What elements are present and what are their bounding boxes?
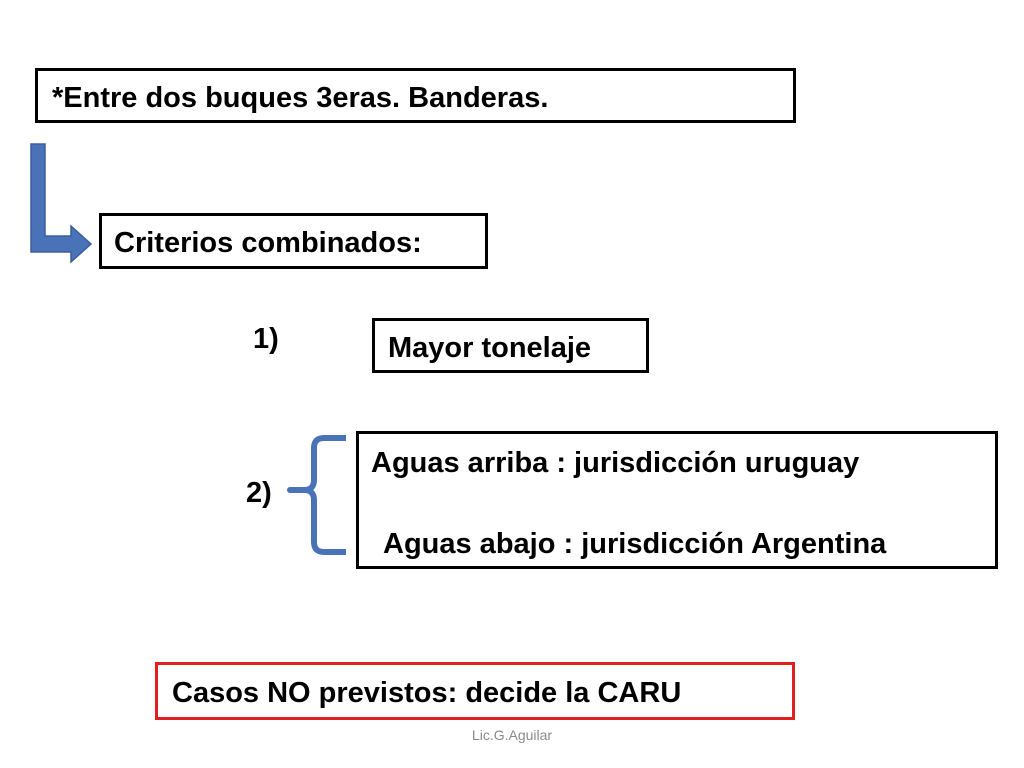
- aguas-box: Aguas arriba : jurisdicción uruguay Agua…: [356, 431, 998, 569]
- aguas-abajo-text: Aguas abajo : jurisdicción Argentina: [383, 528, 887, 560]
- entre-buques-text: *Entre dos buques 3eras. Banderas.: [52, 82, 549, 114]
- caru-text: Casos NO previstos: decide la CARU: [172, 677, 682, 709]
- mayor-tonelaje-text: Mayor tonelaje: [388, 332, 592, 364]
- aguas-arriba-text: Aguas arriba : jurisdicción uruguay: [371, 447, 860, 479]
- mayor-tonelaje-box: Mayor tonelaje: [372, 318, 649, 373]
- brace-icon: [287, 435, 346, 555]
- entre-buques-box: *Entre dos buques 3eras. Banderas.: [35, 68, 796, 123]
- item-number-two: 2): [246, 477, 272, 509]
- footer-author: Lic.G.Aguilar: [471, 727, 553, 743]
- caru-box: Casos NO previstos: decide la CARU: [155, 662, 795, 720]
- bent-arrow-icon: [30, 143, 93, 264]
- criterios-text: Criterios combinados:: [114, 227, 422, 259]
- item-number-one: 1): [253, 323, 279, 355]
- criterios-box: Criterios combinados:: [99, 213, 488, 269]
